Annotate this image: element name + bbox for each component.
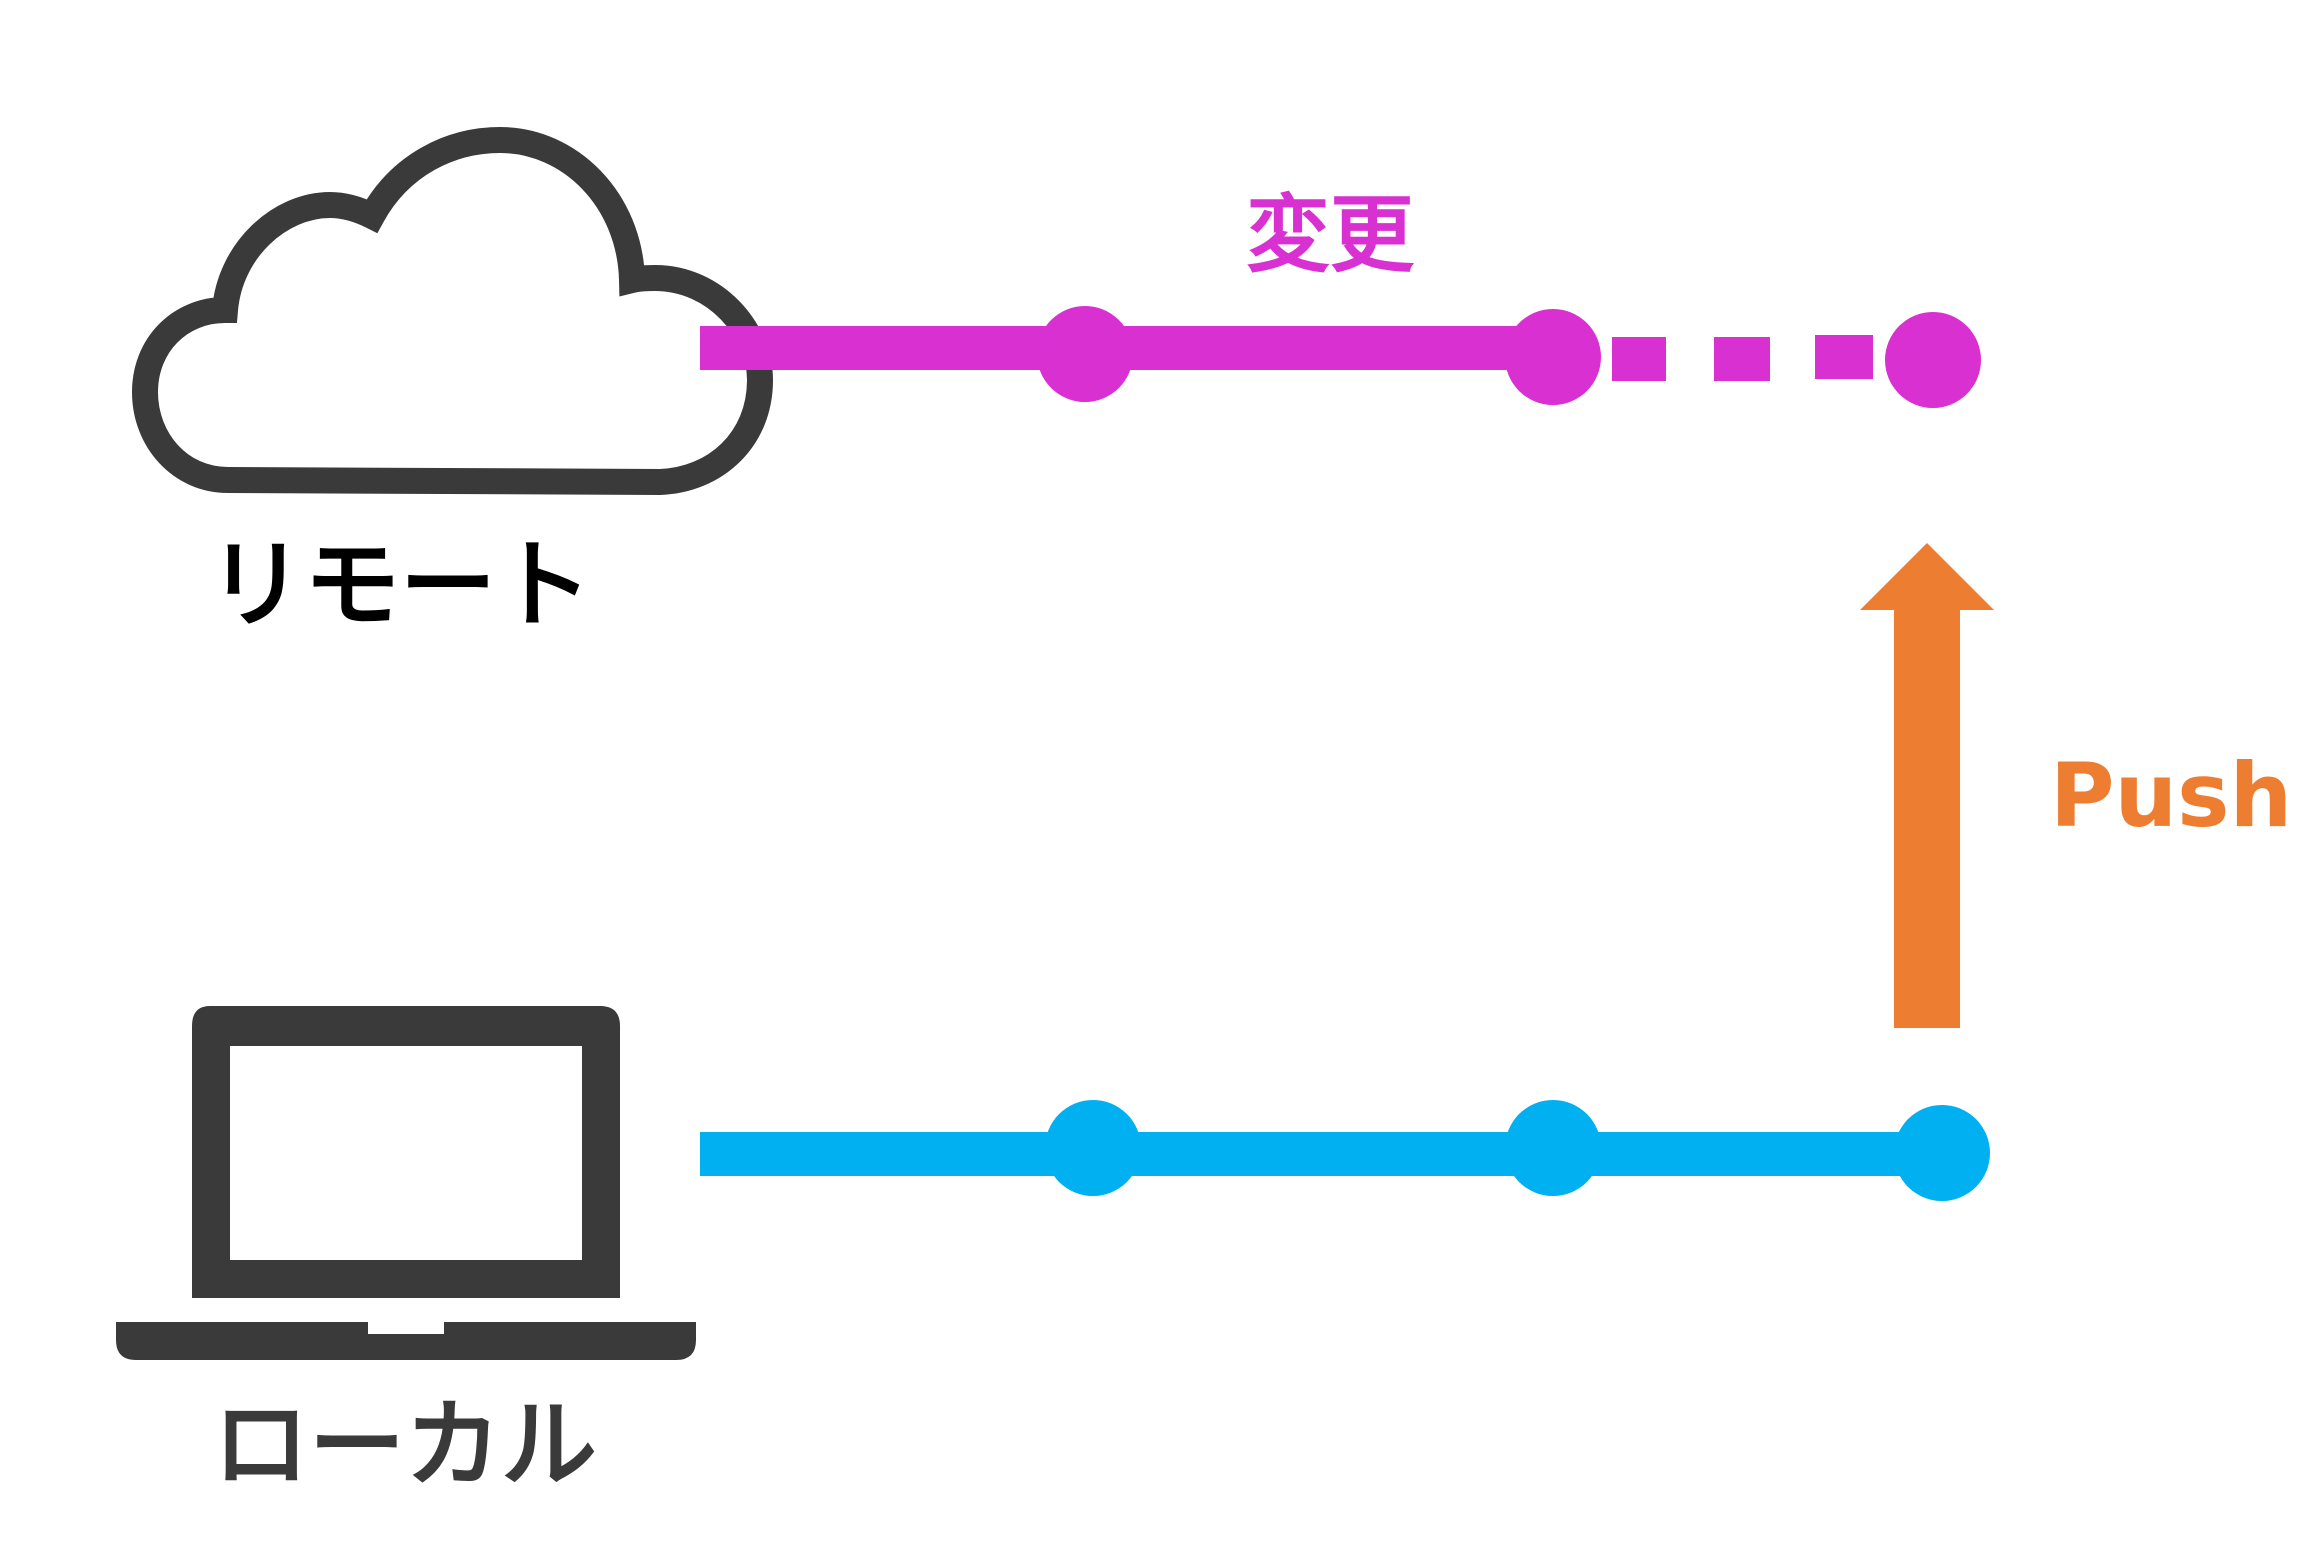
laptop-icon [116,1006,696,1360]
remote-label: リモート [208,529,592,641]
local-branch [700,1100,1990,1201]
remote-commit-1 [1037,306,1133,402]
local-commit-1 [1045,1100,1141,1196]
local-branch-line [700,1132,1944,1176]
change-label: 変更 [1246,186,1415,284]
cloud-icon [131,126,774,496]
remote-pending-dash-3 [1815,335,1873,379]
remote-pending-dash-2 [1714,337,1770,381]
remote-pending-dash-1 [1612,337,1666,381]
local-label: ローカル [213,1389,597,1501]
push-label: Push [2050,744,2292,847]
remote-commit-2 [1505,309,1601,405]
push-arrow [1860,543,1994,1028]
local-commit-3 [1894,1105,1990,1201]
remote-branch [700,306,1981,408]
remote-pending-commit [1885,312,1981,408]
local-commit-2 [1505,1100,1601,1196]
